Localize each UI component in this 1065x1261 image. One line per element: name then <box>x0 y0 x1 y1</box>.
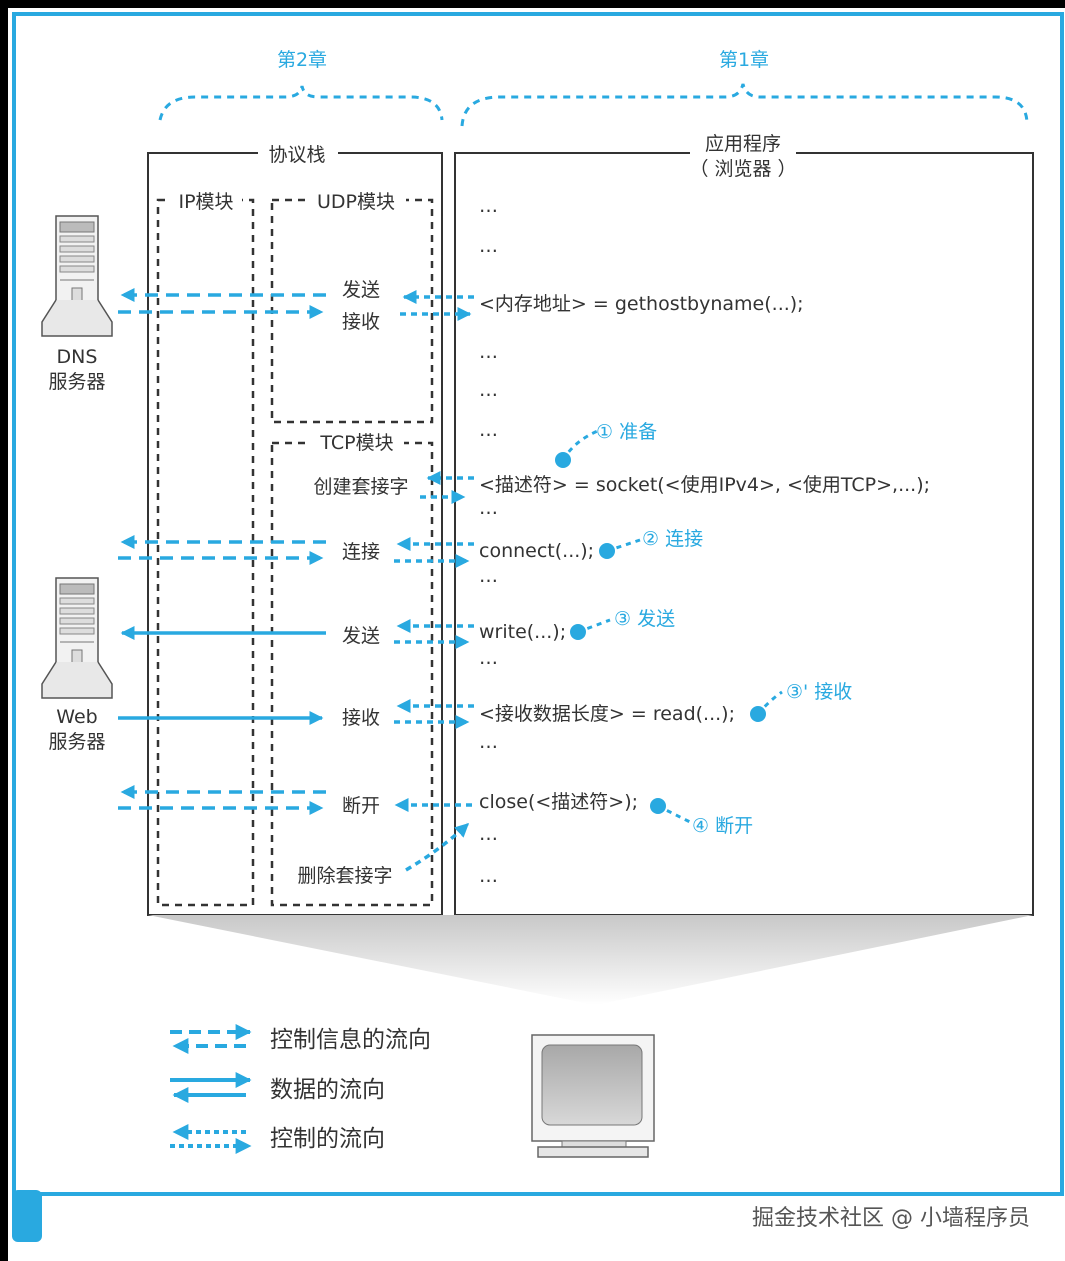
computer-monitor-icon <box>531 1034 655 1158</box>
step-prepare: ① 准备 <box>596 421 657 443</box>
tcp-connect-label: 连接 <box>342 541 380 563</box>
chapter2-brace <box>158 85 444 121</box>
ellipsis-11: … <box>479 865 498 887</box>
tcp-delete-label: 删除套接字 <box>297 865 392 887</box>
protocol-stack-box <box>147 152 443 916</box>
connect-dot <box>599 543 615 559</box>
udp-receive-label: 接收 <box>342 311 380 333</box>
ellipsis-6: … <box>479 497 498 519</box>
application-subtitle: （ 浏览器 ） <box>689 158 796 180</box>
chapter2-label: 第2章 <box>277 49 327 71</box>
code-gethostbyname: <内存地址> = gethostbyname(...); <box>479 293 804 315</box>
code-connect: connect(...); <box>479 540 594 562</box>
step-connect: ② 连接 <box>642 528 703 550</box>
web-server-icon <box>41 577 113 699</box>
tcp-create-label: 创建套接字 <box>313 476 408 498</box>
ellipsis-8: … <box>479 647 498 669</box>
ellipsis-4: … <box>479 379 498 401</box>
legend: 控制信息的流向 数据的流向 控制的流向 <box>170 1024 431 1154</box>
step-receive: ③' 接收 <box>786 681 852 703</box>
protocol-stack-title: 协议栈 <box>268 144 325 166</box>
chapter1-brace <box>460 83 1029 127</box>
receive-dot <box>750 706 766 722</box>
delete-socket-arrow <box>405 822 470 872</box>
step-disconnect: ④ 断开 <box>692 815 753 837</box>
code-socket: <描述符> = socket(<使用IPv4>, <使用TCP>,...); <box>479 474 930 496</box>
legend-control-flow: 控制的流向 <box>270 1126 385 1152</box>
ellipsis-5: … <box>479 419 498 441</box>
ip-module-box <box>156 198 255 907</box>
dns-server-icon <box>41 215 113 337</box>
legend-control-info-flow: 控制信息的流向 <box>270 1027 431 1053</box>
disconnect-dot <box>650 798 666 814</box>
ellipsis-2: … <box>479 235 498 257</box>
ip-module-label: IP模块 <box>178 191 233 213</box>
udp-module-label: UDP模块 <box>317 191 395 213</box>
tcp-module-label: TCP模块 <box>319 432 393 454</box>
code-read: <接收数据长度> = read(...); <box>479 703 735 725</box>
step-send: ③ 发送 <box>614 608 675 630</box>
projection-shading <box>148 915 1033 1005</box>
web-server-sublabel: 服务器 <box>48 731 105 753</box>
ellipsis-9: … <box>479 731 498 753</box>
frame-tab <box>12 1190 42 1242</box>
send-dot <box>570 624 586 640</box>
ellipsis-3: … <box>479 341 498 363</box>
web-server-label: Web <box>56 706 97 728</box>
ellipsis-7: … <box>479 565 498 587</box>
dns-server-label: DNS <box>57 346 98 368</box>
tcp-disconnect-label: 断开 <box>342 795 380 817</box>
ellipsis-10: … <box>479 823 498 845</box>
watermark: 掘金技术社区 @ 小墙程序员 <box>752 1206 1030 1231</box>
tcp-send-label: 发送 <box>342 625 380 647</box>
code-close: close(<描述符>); <box>479 791 638 813</box>
legend-data-flow: 数据的流向 <box>270 1077 385 1103</box>
chapter1-label: 第1章 <box>719 49 769 71</box>
dns-server-sublabel: 服务器 <box>48 371 105 393</box>
code-write: write(...); <box>479 621 566 643</box>
application-title: 应用程序 <box>705 133 781 155</box>
prepare-dot <box>555 452 571 468</box>
udp-send-label: 发送 <box>342 279 380 301</box>
ellipsis-1: … <box>479 195 498 217</box>
tcp-receive-label: 接收 <box>342 707 380 729</box>
diagram-frame <box>12 12 1064 1196</box>
